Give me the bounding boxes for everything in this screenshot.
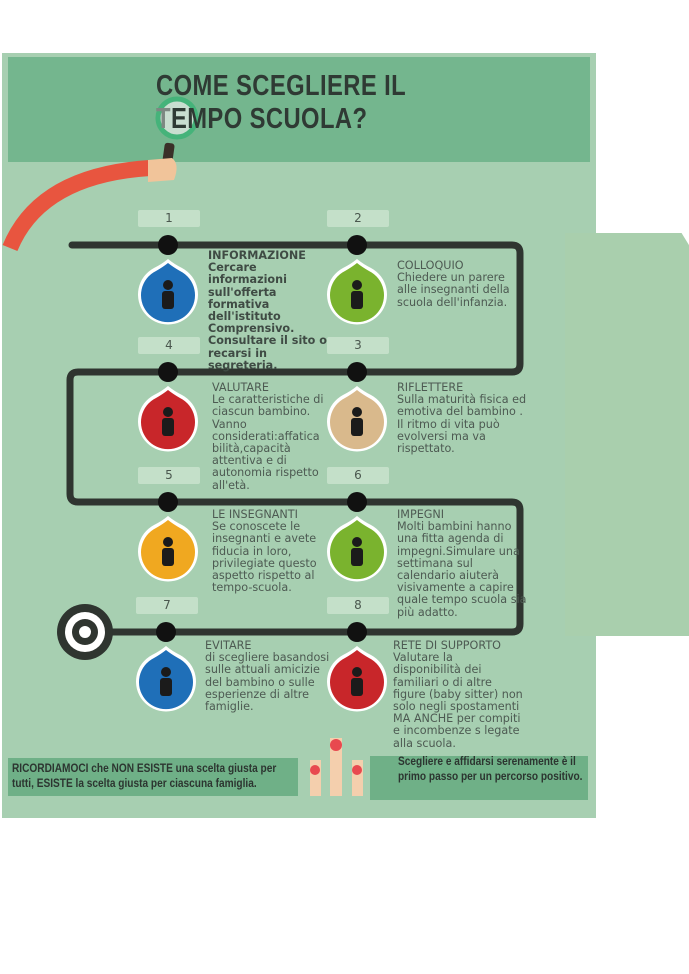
teacher-icon	[138, 516, 198, 582]
header-band	[8, 57, 590, 162]
step-number: 8	[327, 597, 389, 614]
step-number: 5	[138, 467, 200, 484]
timeline-dot	[156, 622, 176, 642]
footer-left-text: RICORDIAMOCI che NON ESISTE una scelta g…	[12, 763, 277, 790]
arm-icon	[2, 158, 177, 252]
step-heading: IMPEGNI	[397, 508, 445, 521]
step-heading: LE INSEGNANTI	[212, 508, 298, 521]
timeline-dot	[347, 622, 367, 642]
step-description: di scegliere basandosi sulle attuali ami…	[205, 651, 330, 714]
step-heading: RETE DI SUPPORTO	[393, 639, 501, 652]
step-description: Se conoscete le insegnanti e avete fiduc…	[212, 520, 317, 595]
step-heading: VALUTARE	[212, 381, 269, 394]
title-line-1: COME SCEGLIERE IL	[156, 70, 407, 102]
step-number: 6	[327, 467, 389, 484]
step-number: 1	[138, 210, 200, 227]
grandparents-icon	[327, 646, 388, 712]
title-line-2: TEMPO SCUOLA?	[156, 103, 367, 136]
step-heading: EVITARE	[205, 639, 252, 652]
step-number: 7	[136, 597, 198, 614]
target-icon	[57, 604, 113, 660]
timeline-dot	[158, 235, 178, 255]
school-building-icon	[327, 259, 388, 325]
hands-hearts-icon	[310, 738, 363, 796]
children-crossing-icon	[136, 646, 196, 712]
step-heading: INFORMAZIONE	[208, 249, 306, 262]
step-description: Cercare informazioni sull'offerta format…	[208, 261, 327, 372]
timeline-dot	[158, 492, 178, 512]
timeline-dot	[158, 362, 178, 382]
footer-right-text: Scegliere e affidarsi serenamente è il p…	[398, 756, 583, 783]
step-heading: COLLOQUIO	[397, 259, 464, 272]
timeline-dot	[347, 492, 367, 512]
step-number: 3	[327, 337, 389, 354]
step-number: 2	[327, 210, 389, 227]
step-description: Sulla maturità fisica ed emotiva del bam…	[397, 393, 527, 456]
schoolgirl-icon	[138, 386, 199, 452]
timeline-dot	[347, 362, 367, 382]
step-description: Le caratteristiche di ciascun bambino. V…	[212, 393, 324, 492]
walking-man-icon	[327, 386, 388, 452]
title-rest: EMPO SCUOLA?	[170, 103, 368, 135]
step-heading: RIFLETTERE	[397, 381, 464, 394]
footer-left-band	[8, 758, 298, 796]
step-description: Valutare la disponibilità dei familiari …	[393, 651, 523, 750]
step-number: 4	[138, 337, 200, 354]
step-description: Chiedere un parere alle insegnanti della…	[397, 271, 510, 309]
magnified-letter: T	[156, 103, 171, 135]
laptop-icon	[138, 259, 199, 325]
hula-hoop-icon	[327, 516, 388, 582]
timeline-path	[66, 241, 524, 636]
side-panel	[565, 233, 689, 636]
footer-right-band	[370, 756, 588, 800]
timeline-dot	[347, 235, 367, 255]
step-description: Molti bambini hanno una fitta agenda di …	[397, 520, 527, 619]
